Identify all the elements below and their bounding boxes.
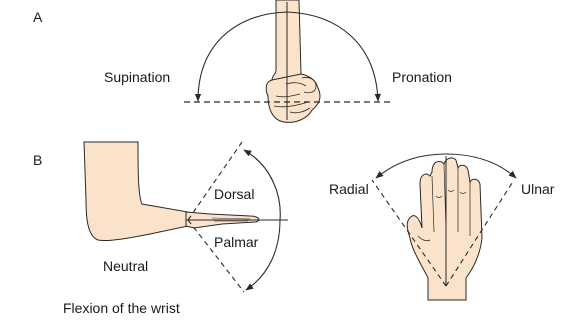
pronation-label: Pronation [392,69,452,85]
dorsal-label: Dorsal [214,186,254,202]
arm-side-view [84,142,188,241]
fist [266,74,320,122]
ulnar-label: Ulnar [521,181,554,197]
panel-a-letter: A [33,9,42,25]
supination-label: Supination [104,69,170,85]
neutral-label: Neutral [103,258,148,274]
radial-label: Radial [329,181,369,197]
palmar-limit-dashed-line [188,220,244,292]
dorsal-limit-dashed-line [188,142,242,220]
palmar-label: Palmar [214,234,258,250]
figure-caption: Flexion of the wrist [63,300,180,316]
panel-b-deviation-drawing [372,154,516,300]
panel-a-drawing [184,0,392,122]
panel-b-letter: B [33,152,42,168]
